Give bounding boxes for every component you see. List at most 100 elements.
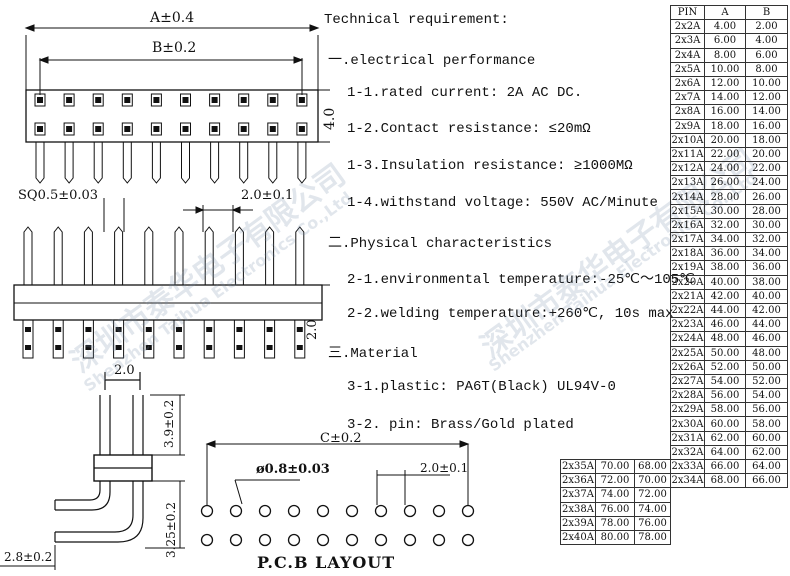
pin-lower xyxy=(52,319,64,359)
pin-lower xyxy=(173,319,185,359)
table-cell: 78.00 xyxy=(634,529,671,546)
table-cell: 56.00 xyxy=(745,402,788,418)
pin-mark xyxy=(25,327,31,332)
table-cell: 2x35A xyxy=(560,458,596,475)
pin-tail xyxy=(151,142,161,184)
arrow xyxy=(205,440,216,448)
table-cell: 8.00 xyxy=(745,61,788,77)
table-cell: 48.00 xyxy=(704,331,746,347)
pin-mark xyxy=(115,345,122,350)
table-cell: 34.00 xyxy=(704,231,746,248)
bent-pin-outer xyxy=(55,395,111,511)
pcb-hole xyxy=(287,533,301,547)
pin-tail xyxy=(210,142,220,184)
table-cell: 2x4A xyxy=(670,47,705,63)
table-cell: 46.00 xyxy=(704,317,746,333)
pin-mark xyxy=(85,327,92,332)
table-cell: 42.00 xyxy=(745,302,788,319)
table-cell: 18.00 xyxy=(745,132,788,148)
table-cell: 2x3A xyxy=(670,33,705,49)
table-cell: 58.00 xyxy=(745,416,788,432)
dim-sq-label: SQ0.5±0.03 xyxy=(18,188,99,203)
table-cell: 52.00 xyxy=(704,359,746,375)
hole-leader xyxy=(234,479,243,505)
table-cell: 38.00 xyxy=(745,274,788,290)
spec-line: 二.Physical characteristics xyxy=(328,236,553,252)
pin-square xyxy=(182,126,189,132)
table-cell: 24.00 xyxy=(745,175,788,191)
pin-square xyxy=(153,126,160,132)
pin-cavity xyxy=(209,122,221,136)
arrow xyxy=(459,440,470,448)
bent-pin-inner xyxy=(55,395,134,533)
pcb-hole xyxy=(287,504,301,518)
table-cell: 2x24A xyxy=(670,331,705,347)
table-cell: 18.00 xyxy=(704,118,746,134)
spec-line: 3-1.plastic: PA6T(Black) UL94V-0 xyxy=(347,379,616,395)
pin-square xyxy=(298,126,305,132)
table-cell: 68.00 xyxy=(704,473,746,489)
pin-square xyxy=(269,126,276,132)
pin-lower xyxy=(294,319,306,359)
arrow xyxy=(309,24,320,32)
bent-pin-outer xyxy=(55,395,101,501)
pin-square xyxy=(298,97,305,103)
pin-upper xyxy=(53,226,63,285)
table-cell: 2x30A xyxy=(670,416,705,432)
table-cell: 30.00 xyxy=(745,217,788,234)
table-cell: 66.00 xyxy=(745,473,788,489)
pin-square xyxy=(95,126,102,132)
table-cell: 62.00 xyxy=(704,430,746,446)
pin-cavity xyxy=(296,93,308,107)
pin-cavity xyxy=(209,93,221,107)
pin-square xyxy=(37,126,43,132)
pin-lower xyxy=(264,319,276,359)
pcb-hole xyxy=(403,504,417,518)
table-cell: 2x12A xyxy=(670,161,705,177)
arrow xyxy=(231,206,241,214)
pin-tail xyxy=(64,142,74,184)
pin-upper xyxy=(295,226,305,285)
pin-square xyxy=(66,97,73,103)
dim-offset-label: 2.8±0.2 xyxy=(4,550,53,564)
table-cell: 2x34A xyxy=(670,473,705,489)
table-cell: 2x9A xyxy=(670,118,705,134)
top-view-pins xyxy=(34,93,308,184)
pin-square xyxy=(211,97,218,103)
table-cell: 30.00 xyxy=(704,203,746,219)
table-cell: 14.00 xyxy=(704,90,746,106)
dim-b-label: B±0.2 xyxy=(152,40,197,56)
table-cell: 54.00 xyxy=(704,373,746,390)
pin-mark xyxy=(85,345,92,350)
pcb-hole xyxy=(229,533,243,547)
pin-square xyxy=(240,126,247,132)
pin-cavity xyxy=(121,122,133,136)
pin-cavity xyxy=(121,93,133,107)
pcb-hole xyxy=(403,533,417,547)
pin-mark xyxy=(296,327,303,332)
table-cell: 74.00 xyxy=(595,487,635,503)
pin-square xyxy=(269,97,276,103)
pcb-hole xyxy=(200,533,214,547)
table-cell: 2x21A xyxy=(670,288,705,304)
pcb-hole xyxy=(316,504,330,518)
pcb-hole xyxy=(316,533,330,547)
table-cell: 68.00 xyxy=(634,458,671,475)
pin-mark xyxy=(236,327,243,332)
pin-mark xyxy=(296,345,303,350)
pin-upper xyxy=(265,226,275,285)
table-cell: 2x29A xyxy=(670,402,705,418)
